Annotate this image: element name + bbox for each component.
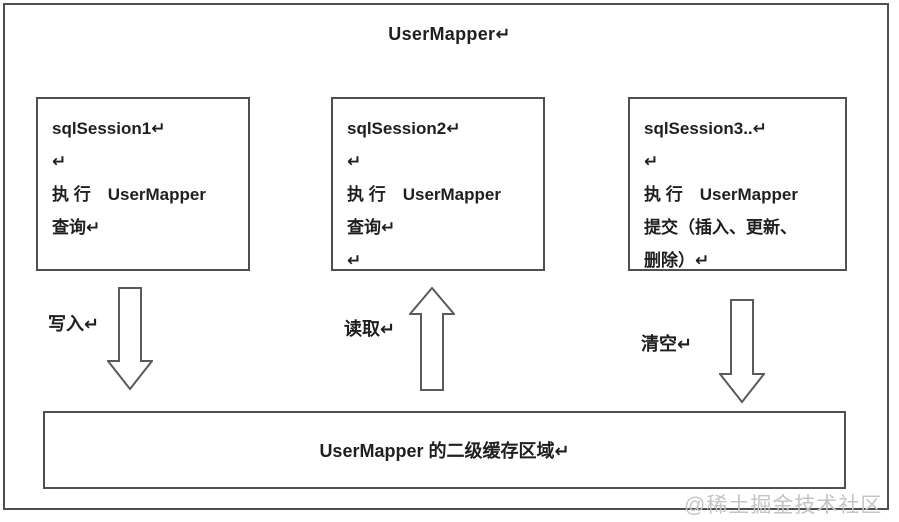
session1-line-1: sqlSession1↵ [52, 119, 166, 138]
session3-line-3: 执 行 UserMapper [644, 185, 798, 204]
sqlsession2-box: sqlSession2↵ ↵ 执 行 UserMapper 查询↵ ↵ [331, 97, 545, 271]
session2-line-3: 执 行 UserMapper [347, 185, 501, 204]
up-arrow-read-icon [409, 286, 455, 391]
session3-line-1: sqlSession3..↵ [644, 119, 767, 138]
session1-line-3: 执 行 UserMapper [52, 185, 206, 204]
session2-line-2: ↵ [347, 152, 362, 171]
cache-area-box: UserMapper 的二级缓存区域↵ [43, 411, 846, 489]
cache-area-label: UserMapper 的二级缓存区域↵ [319, 441, 570, 461]
watermark: @稀土掘金技术社区 [684, 494, 883, 517]
down-arrow-clear-icon [719, 299, 765, 404]
read-arrow-label: 读取↵ [344, 319, 396, 339]
session2-line-4: 查询↵ [347, 218, 396, 237]
session3-line-2: ↵ [644, 152, 659, 171]
clear-arrow-label: 清空↵ [641, 334, 693, 354]
session1-line-4: 查询↵ [52, 218, 101, 237]
down-arrow-write-icon [107, 287, 153, 391]
session1-line-2: ↵ [52, 152, 67, 171]
sqlsession3-box: sqlSession3..↵ ↵ 执 行 UserMapper 提交（插入、更新… [628, 97, 847, 271]
write-arrow-label: 写入↵ [48, 314, 100, 334]
session2-line-1: sqlSession2↵ [347, 119, 461, 138]
session3-line-5: 删除）↵ [644, 251, 710, 270]
session2-line-5: ↵ [347, 251, 362, 270]
sqlsession1-box: sqlSession1↵ ↵ 执 行 UserMapper 查询↵ [36, 97, 250, 271]
session3-line-4: 提交（插入、更新、 [644, 218, 797, 237]
diagram-title: UserMapper↵ [388, 24, 511, 44]
